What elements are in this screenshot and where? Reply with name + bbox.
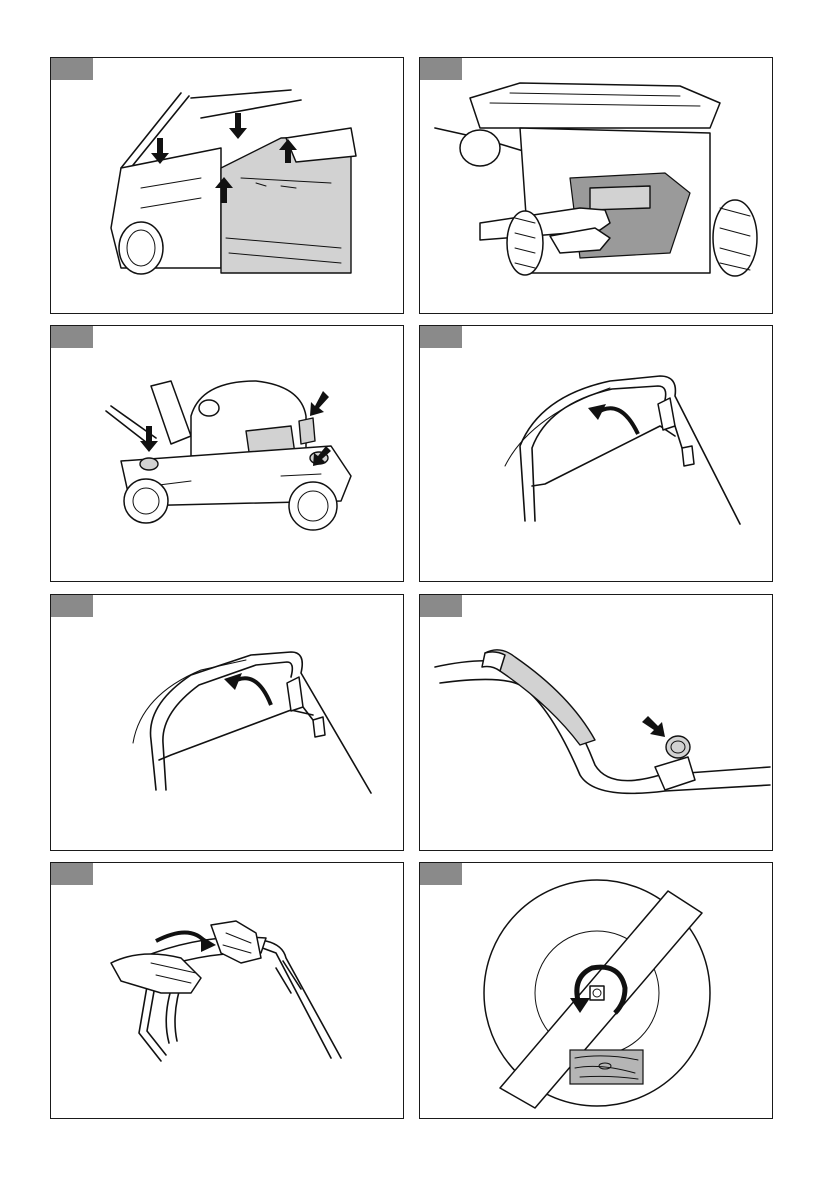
handle-lever-illustration xyxy=(420,326,773,582)
figure-panel-4 xyxy=(419,325,773,582)
figure-panel-3 xyxy=(50,325,404,582)
figure-panel-1 xyxy=(50,57,404,314)
mower-height-adjust-illustration xyxy=(51,326,404,582)
grass-catcher-removal-illustration xyxy=(51,58,404,314)
figure-panel-7 xyxy=(50,862,404,1119)
blade-nut-illustration xyxy=(420,863,773,1119)
figure-panel-6 xyxy=(419,594,773,851)
handle-release-button-illustration xyxy=(420,595,773,851)
grass-catcher-lift-illustration xyxy=(420,58,773,314)
handle-lever-variant-illustration xyxy=(51,595,404,851)
arrow-down-icon xyxy=(310,391,329,416)
figure-panel-5 xyxy=(50,594,404,851)
hands-gripping-handle-illustration xyxy=(51,863,404,1119)
figure-panel-2 xyxy=(419,57,773,314)
arrow-down-icon xyxy=(229,113,247,139)
figure-panel-8 xyxy=(419,862,773,1119)
curved-arrow-icon xyxy=(588,404,606,420)
arrow-diagonal-icon xyxy=(642,716,665,737)
